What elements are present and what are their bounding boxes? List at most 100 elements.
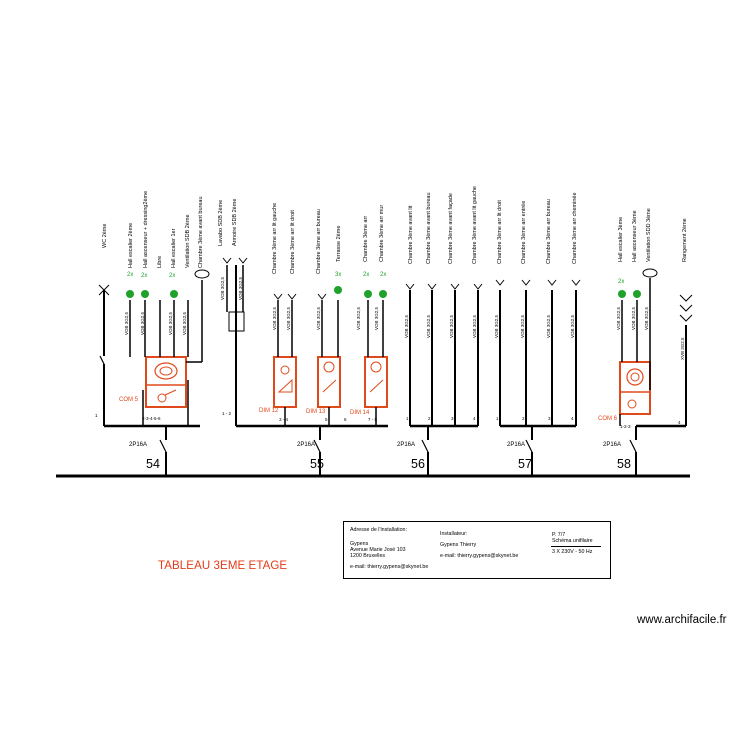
cable-label: VOB 3G2,5 (286, 306, 291, 330)
address-heading: Adresse de l'installation: (350, 527, 407, 533)
label-avant-facade: Chambre 3ème avant façade (448, 193, 454, 264)
installer-heading: Installateur: (440, 531, 468, 537)
circuit-55 (226, 265, 388, 476)
breaker-rating: 2P16A (297, 442, 316, 448)
lamp-count: 2x (141, 273, 148, 279)
label-ventilation-sdd-3eme: Ventilation SDD 3ème (646, 208, 652, 262)
switch-label-dim14: DIM 14 (350, 410, 370, 416)
switch-label-dim13: DIM 13 (306, 409, 326, 415)
label-avant-lit: Chambre 3ème avant lit (408, 205, 414, 264)
cable-label: VOB 3G2,5 (494, 314, 499, 338)
voltage: 3 X 230V - 50 Hz (552, 549, 593, 555)
circuit-number: 55 (310, 457, 324, 471)
label-hall-ascenseur-2eme: Hall ascenseur + dressing2ème (143, 190, 149, 268)
label-arr-lit-droit-2: Chambre 3ème arr lit droit (497, 200, 503, 264)
cable-label: VOB 3G2,5 (644, 306, 649, 330)
terminal: 3 - 4 (279, 417, 289, 422)
cable-label: VOB 3G2,5 (616, 306, 621, 330)
lamp-count: 3x (335, 272, 342, 278)
label-arr-lit-droit: Chambre 3ème arr lit droit (290, 210, 296, 274)
cable-label: VOB 3G2,5 (356, 306, 361, 330)
terminal: 3 (451, 416, 454, 421)
switch-label-dim12: DIM 12 (259, 408, 279, 414)
label-hall-escalier-1er: Hall escalier 1er (171, 228, 177, 268)
circuit-58 (619, 278, 687, 476)
terminal: 1 (496, 416, 499, 421)
page-title: TABLEAU 3EME ETAGE (158, 560, 288, 572)
watermark: www.archifacile.fr (637, 614, 727, 626)
cable-label-xvb: XVB 3G2.5 (680, 337, 685, 360)
socket-symbols (222, 257, 693, 322)
label-armoire-sdb: Armoire SDB 2ème (232, 198, 238, 246)
terminal: 1 (95, 413, 98, 418)
address-email: e-mail: thierry.gypens@skynet.be (350, 564, 429, 570)
breaker-rating: 2P16A (507, 442, 526, 448)
lamp-count: 2x (127, 272, 134, 278)
cable-label: VOB 3G2,5 (272, 306, 277, 330)
cable-label: VOB 3G2,5 (426, 314, 431, 338)
terminal: 2 (428, 416, 431, 421)
cable-label: VOB 3G2,5 (168, 311, 173, 335)
terminal: 4 (678, 420, 681, 425)
breaker-rating: 2P16A (397, 442, 416, 448)
label-hall-ascenseur-3eme: Hall ascenseur 3ème (632, 210, 638, 262)
label-arr-mur: Chambre 3ème arr mur (379, 204, 385, 262)
circuit-56 (409, 290, 479, 476)
cable-label: VOB 3G2,5 (238, 276, 243, 300)
terminal: 2-3-4-5-6 (142, 416, 161, 421)
circuit-number: 54 (146, 457, 160, 471)
address-name: Gypens (350, 541, 369, 547)
cable-label: VOB 3G2,5 (570, 314, 575, 338)
cable-label: VOB 3G2,5 (472, 314, 477, 338)
terminal: 2 (522, 416, 525, 421)
lamp-count: 2x (169, 273, 176, 279)
cable-label: VOB 3G2,5 (316, 306, 321, 330)
circuit-number: 56 (411, 457, 425, 471)
lamp-count: 2x (363, 272, 370, 278)
circuit-number: 58 (617, 457, 631, 471)
label-rangement-2eme: Rangement 2ème (682, 218, 688, 262)
cable-label: VOB 3G2,5 (124, 311, 129, 335)
terminal: 4 (473, 416, 476, 421)
breaker-rating: 2P16A (129, 442, 148, 448)
address-city: 1200 Bruxelles (350, 553, 386, 559)
installer-email: e-mail: thierry.gypens@skynet.be (440, 553, 519, 559)
installer-name: Gypens Thierry (440, 542, 477, 548)
label-arr-lit-gauche: Chambre 3ème arr lit gauche (272, 202, 278, 274)
label-ventilation-sdb-2eme: Ventilation SDB 2ème (185, 214, 191, 268)
cable-label: VOB 3G2,5 (182, 311, 187, 335)
label-hall-escalier-2eme: Hall escalier 2ème (128, 222, 134, 268)
cable-label: VOB 3G2,5 (520, 314, 525, 338)
circuit-57 (499, 290, 577, 476)
page-number: P. 7/7 (552, 532, 566, 538)
cable-label: VOB 3G2,5 (631, 306, 636, 330)
label-arr-cheminee: Chambre 3ème arr cheminée (572, 192, 578, 264)
terminal: 7 - 8 (368, 417, 378, 422)
label-avant-lit-gauche: Chambre 3ème avant lit gauche (472, 186, 478, 264)
cable-label: VOB 3G2,5 (404, 314, 409, 338)
terminal: 1 (406, 416, 409, 421)
terminal: 5 (325, 417, 328, 422)
schema-type: Schéma unifilaire (552, 538, 593, 544)
switch-label-com5: COM 5 (119, 397, 139, 403)
terminal: 3 (548, 416, 551, 421)
cable-label: VOB 3G2,5 (374, 306, 379, 330)
label-chambre-arr: Chambre 3ème arr (363, 215, 369, 262)
label-hall-escalier-3eme: Hall escalier 3ème (618, 216, 624, 262)
cable-label: VOB 3G2,5 (546, 314, 551, 338)
terminal: 1-2-3 (620, 424, 631, 429)
title-block-rule (551, 546, 601, 547)
cable-label: VOB 3G2,5 (449, 314, 454, 338)
label-chambre-avant-bureau: Chambre 3ème avant bureau (198, 196, 204, 268)
breaker-rating: 2P16A (603, 442, 622, 448)
circuit-54 (98, 280, 203, 476)
lamp-count: 2x (380, 272, 387, 278)
label-avant-bureau: Chambre 3ème avant bureau (426, 192, 432, 264)
label-terrasse: Terrasse 2ème (336, 225, 342, 262)
terminal: 6 (344, 417, 347, 422)
label-arr-entree: Chambre 3ème arr entrée (521, 200, 527, 264)
lamp-count: 2x (618, 279, 625, 285)
address-street: Avenue Marie José 103 (350, 547, 406, 553)
switch-label-com6: COM 6 (598, 416, 618, 422)
